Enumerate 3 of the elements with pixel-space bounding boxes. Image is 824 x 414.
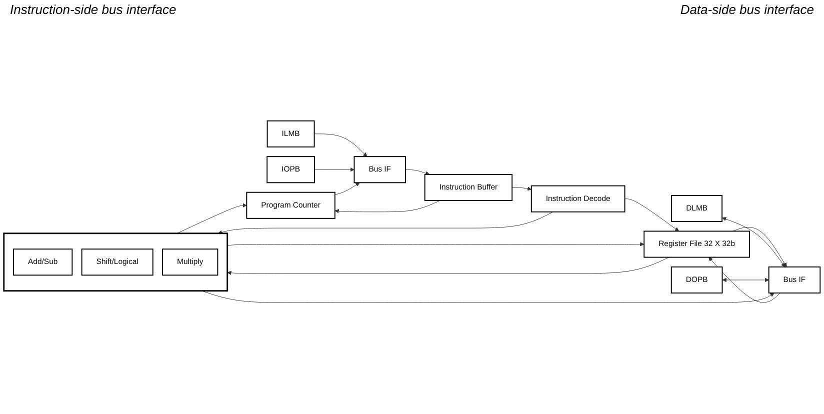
bus-interface-caption: Data-side bus interface [680, 2, 814, 17]
bus-interface-caption: Instruction-side bus interface [10, 2, 176, 17]
cluster [3, 232, 228, 292]
